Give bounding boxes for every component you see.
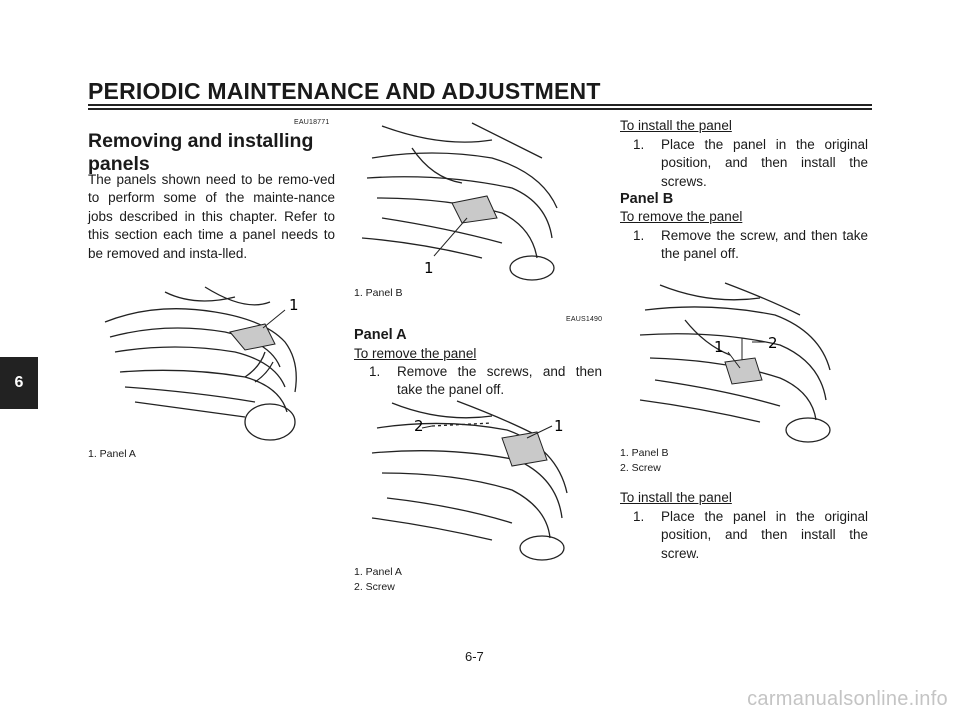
step-number: 1. bbox=[633, 137, 645, 152]
scooter-figure-panel-a-screws: 2 1 bbox=[371, 400, 568, 561]
callout-1: 1 bbox=[289, 296, 299, 314]
figure-caption: 1. Panel B bbox=[354, 287, 403, 299]
callout-2: 2 bbox=[414, 417, 424, 435]
figure-caption-1: 1. Panel B bbox=[620, 447, 669, 459]
step-text: Remove the screw, and then take the pane… bbox=[661, 228, 868, 262]
step-text: Place the panel in the original position… bbox=[661, 509, 868, 561]
remove-heading: To remove the panel bbox=[620, 209, 743, 224]
scooter-figure-panel-a: 1 bbox=[104, 286, 299, 441]
figure-caption-2: 2. Screw bbox=[620, 462, 661, 474]
scooter-figure-panel-b: 1 bbox=[361, 122, 558, 281]
install-step-2: 1. Place the panel in the original posit… bbox=[633, 508, 868, 563]
install-heading: To install the panel bbox=[620, 118, 732, 133]
remove-step: 1. Remove the screws, and then take the … bbox=[369, 363, 602, 400]
panel-a-heading: Panel A bbox=[354, 327, 407, 343]
step-text: Place the panel in the original position… bbox=[661, 137, 868, 189]
section-code: EAUS1490 bbox=[566, 316, 603, 323]
watermark: carmanualsonline.info bbox=[747, 688, 948, 710]
callout-1: 1 bbox=[554, 417, 564, 435]
chapter-tab[interactable]: 6 bbox=[0, 357, 38, 409]
install-step: 1. Place the panel in the original posit… bbox=[633, 136, 868, 191]
figure-caption-2: 2. Screw bbox=[354, 581, 395, 593]
panel-b-heading: Panel B bbox=[620, 191, 674, 207]
step-number: 1. bbox=[369, 364, 381, 379]
step-number: 1. bbox=[633, 228, 645, 243]
header-rule bbox=[88, 104, 872, 106]
callout-1: 1 bbox=[424, 259, 434, 277]
step-text: Remove the screws, and then take the pan… bbox=[397, 364, 602, 398]
callout-2: 2 bbox=[768, 334, 778, 352]
install-heading-2: To install the panel bbox=[620, 490, 732, 505]
remove-heading: To remove the panel bbox=[354, 346, 477, 361]
step-number: 1. bbox=[633, 509, 645, 524]
scooter-figure-panel-b-screw: 1 2 bbox=[639, 282, 831, 443]
page-number: 6-7 bbox=[465, 649, 484, 664]
section-title: Removing and installing panels bbox=[88, 130, 314, 175]
section-code: EAU18771 bbox=[294, 119, 330, 126]
page-header: PERIODIC MAINTENANCE AND ADJUSTMENT bbox=[88, 78, 601, 104]
remove-step: 1. Remove the screw, and then take the p… bbox=[633, 227, 868, 264]
intro-paragraph: The panels shown need to be remo-ved to … bbox=[88, 172, 335, 261]
figure-caption-1: 1. Panel A bbox=[354, 566, 402, 578]
header-rule-2 bbox=[88, 108, 872, 110]
callout-1: 1 bbox=[714, 338, 724, 356]
figure-caption: 1. Panel A bbox=[88, 448, 136, 460]
